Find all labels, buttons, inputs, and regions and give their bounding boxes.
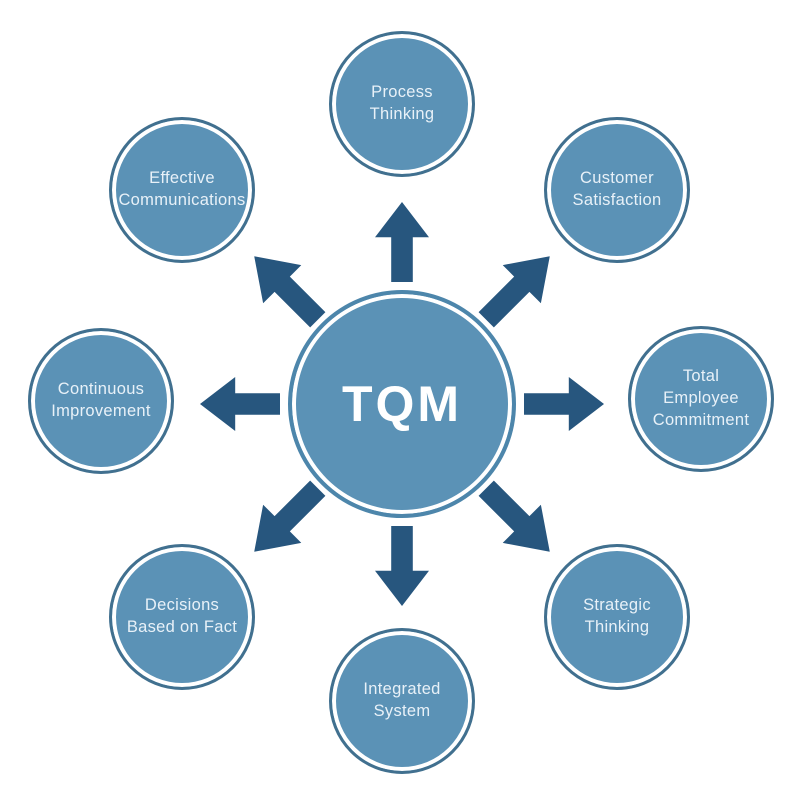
arrow-left-icon bbox=[200, 377, 280, 431]
node-label: Process Thinking bbox=[369, 83, 435, 123]
node-label: Strategic Thinking bbox=[583, 596, 651, 636]
arrow-up-icon bbox=[375, 202, 429, 282]
node-label: Decisions Based on Fact bbox=[126, 596, 238, 636]
center-node-label: TQM bbox=[341, 376, 463, 432]
node-decisions-based-on-fact: Decisions Based on Fact bbox=[109, 544, 255, 690]
node-process-thinking: Process Thinking bbox=[329, 31, 475, 177]
center-node-tqm: TQM bbox=[288, 290, 516, 518]
arrow-down-icon bbox=[375, 526, 429, 606]
node-effective-communications: Effective Communications bbox=[109, 117, 255, 263]
node-integrated-system: Integrated System bbox=[329, 628, 475, 774]
node-label: Continuous Improvement bbox=[51, 380, 151, 420]
node-customer-satisfaction: Customer Satisfaction bbox=[544, 117, 690, 263]
node-strategic-thinking: Strategic Thinking bbox=[544, 544, 690, 690]
node-label: Integrated System bbox=[363, 680, 441, 720]
node-label: Effective Communications bbox=[118, 169, 246, 209]
arrow-right-icon bbox=[524, 377, 604, 431]
node-continuous-improvement: Continuous Improvement bbox=[28, 328, 174, 474]
node-label: Customer Satisfaction bbox=[572, 169, 662, 209]
node-total-employee-commitment: Total Employee Commitment bbox=[628, 326, 774, 472]
node-label: Total Employee Commitment bbox=[652, 367, 750, 429]
